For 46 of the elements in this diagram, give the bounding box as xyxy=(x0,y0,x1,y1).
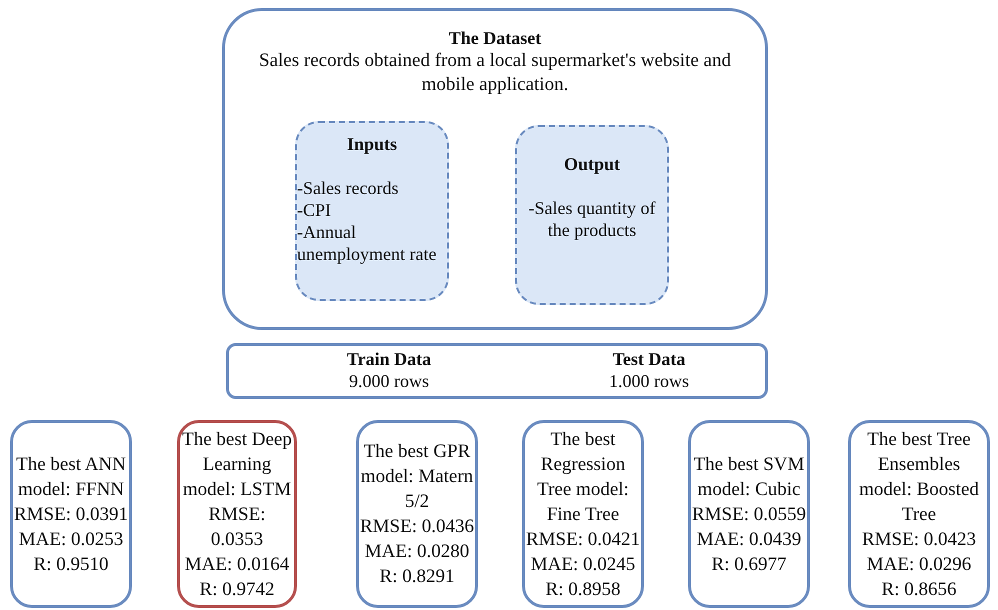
input-card xyxy=(295,121,449,301)
metric-text: R: 0.6977 xyxy=(710,552,788,576)
card-heading: Inputs xyxy=(346,133,398,155)
model-card xyxy=(356,420,478,608)
model-card xyxy=(848,420,990,608)
model-title: The best Deep Learning model: LSTM xyxy=(181,428,293,502)
metric-text: RMSE: 0.0421 xyxy=(525,528,641,552)
metric-text: RMSE: 0.0436 xyxy=(359,515,475,539)
model-title: The best Tree Ensembles model: Boosted Tree xyxy=(858,428,980,526)
metric-text: R: 0.8958 xyxy=(544,578,622,602)
model-card xyxy=(688,420,810,608)
list-item: -Sales quantity of the products xyxy=(528,197,656,241)
model-card xyxy=(10,420,132,608)
row-count: 1.000 rows xyxy=(608,370,690,392)
model-title: The best Regression Tree model: Fine Tree xyxy=(536,428,630,526)
metric-text: MAE: 0.0280 xyxy=(364,540,470,564)
metric-text: R: 0.9510 xyxy=(32,552,110,576)
metric-text: RMSE: 0.0391 xyxy=(13,502,129,526)
metric-text: RMSE: 0.0559 xyxy=(691,502,807,526)
model-card xyxy=(177,420,297,608)
model-title: The best GPR model: Matern 5/2 xyxy=(360,440,474,514)
metric-text: RMSE: 0.0353 xyxy=(207,502,267,552)
output-card xyxy=(515,125,669,305)
metric-text: RMSE: 0.0423 xyxy=(860,528,978,552)
metric-text: MAE: 0.0164 xyxy=(184,552,290,576)
model-title: The best SVM model: Cubic xyxy=(692,452,806,502)
metric-text: MAE: 0.0439 xyxy=(696,528,802,552)
list-item: -CPI xyxy=(297,199,332,221)
metric-text: MAE: 0.0296 xyxy=(866,552,972,576)
column-heading: Test Data xyxy=(612,348,686,370)
column-heading: Train Data xyxy=(346,348,432,370)
metric-text: R: 0.8291 xyxy=(378,565,456,589)
model-card xyxy=(522,420,644,608)
metric-text: MAE: 0.0245 xyxy=(530,552,636,576)
panel-heading: The Dataset xyxy=(448,27,542,49)
card-heading: Output xyxy=(562,153,622,175)
data-split-box xyxy=(226,343,768,399)
metric-text: MAE: 0.0253 xyxy=(18,528,124,552)
metric-text: R: 0.9742 xyxy=(198,578,276,602)
metric-text: R: 0.8656 xyxy=(880,578,958,602)
model-title: The best ANN model: FFNN xyxy=(15,452,127,502)
list-item: -Annual unemployment rate xyxy=(297,221,438,265)
row-count: 9.000 rows xyxy=(348,370,430,392)
dataset-panel xyxy=(222,8,768,330)
list-item: -Sales records xyxy=(297,177,400,199)
description: Sales records obtained from a local supermarket's website and mobile application. xyxy=(258,49,732,97)
